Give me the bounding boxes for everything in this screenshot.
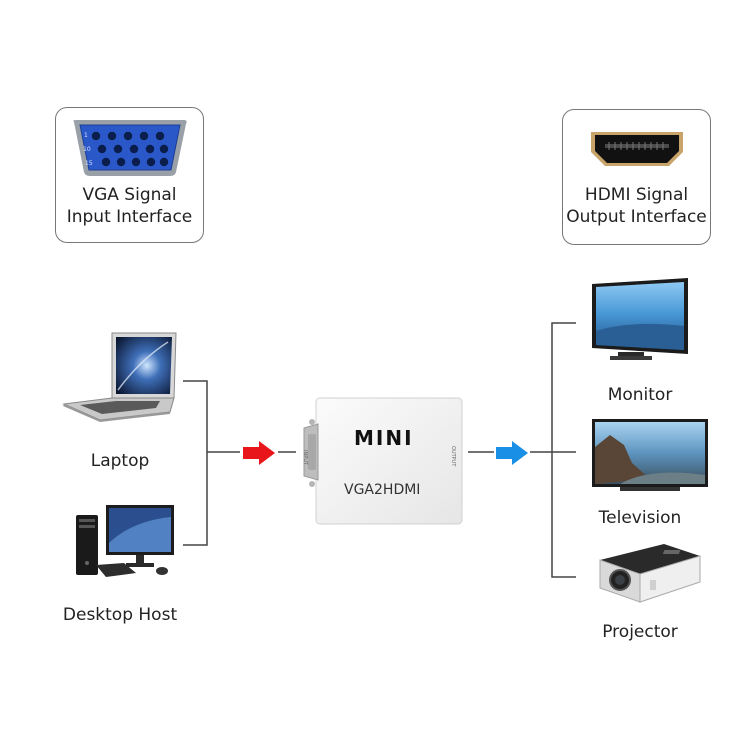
vga2hdmi-converter: MINI VGA2HDMI INPUT OUTPUT [298, 394, 468, 530]
laptop-icon [60, 330, 180, 422]
vga-pin-label-10: 10 [83, 146, 91, 153]
vga-pin-label-1: 1 [84, 132, 88, 139]
hdmi-box-title: HDMI Signal [584, 185, 689, 205]
input-arrow-icon [241, 440, 277, 466]
vga-box-title: VGA Signal [82, 185, 177, 205]
vga-port-icon: 1 10 15 [68, 116, 192, 180]
monitor-label: Monitor [607, 385, 673, 405]
vga-pin-label-15: 15 [85, 160, 93, 167]
projector-icon [594, 540, 704, 604]
hdmi-signal-output-box: HDMI Signal Output Interface [562, 109, 711, 245]
output-arrow-icon [494, 440, 530, 466]
converter-model: VGA2HDMI [344, 482, 421, 498]
hdmi-box-subtitle: Output Interface [566, 207, 707, 227]
monitor-icon [590, 276, 692, 362]
laptop-label: Laptop [90, 451, 150, 471]
converter-brand: MINI [354, 426, 414, 450]
vga-signal-input-box: 1 10 15 VGA Signal Input Interface [55, 107, 204, 243]
television-icon [590, 417, 710, 495]
converter-output-label: OUTPUT [450, 446, 456, 467]
converter-input-label: INPUT [302, 450, 308, 465]
television-label: Television [598, 508, 682, 528]
hdmi-port-icon [589, 128, 685, 170]
desktop-host-label: Desktop Host [62, 605, 178, 625]
vga-box-subtitle: Input Interface [66, 207, 193, 227]
projector-label: Projector [602, 622, 678, 642]
desktop-computer-icon [72, 503, 178, 581]
